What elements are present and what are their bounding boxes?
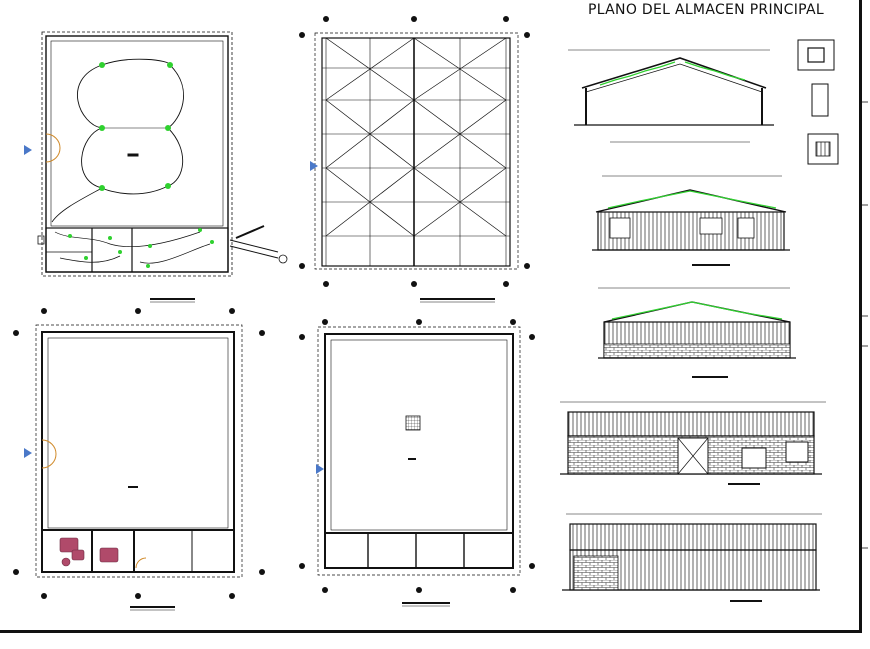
foundation-plan-axis-markers: [299, 319, 535, 593]
lighting-plan-label: [127, 153, 195, 303]
entry-marker-icon: [24, 448, 32, 458]
column-details: [797, 39, 839, 165]
roof-plan-axis-markers: [299, 16, 530, 287]
lighting-plan: [37, 31, 288, 277]
sheet-edge-marks: [862, 101, 868, 549]
entry-marker-icon: [310, 161, 318, 171]
entry-marker-icon: [24, 145, 32, 155]
foundation-plan: [317, 326, 521, 607]
roof-plan: [314, 32, 519, 303]
office-furniture: [59, 537, 119, 567]
long-elevation-a: [560, 401, 826, 485]
sheet-title: PLANO DEL ALMACEN PRINCIPAL: [588, 2, 824, 18]
sheet-frame-bottom: [0, 630, 862, 633]
front-elevation: [592, 175, 790, 266]
lighting-fixtures: [68, 62, 214, 268]
sheet-frame-right: [859, 0, 862, 630]
floor-plan: [35, 324, 243, 611]
floor-plan-axis-markers: [13, 308, 265, 599]
entry-marker-icon: [316, 464, 324, 474]
long-elevation-b: [562, 513, 822, 602]
cross-section: [568, 49, 774, 143]
side-elevation: [598, 287, 796, 378]
